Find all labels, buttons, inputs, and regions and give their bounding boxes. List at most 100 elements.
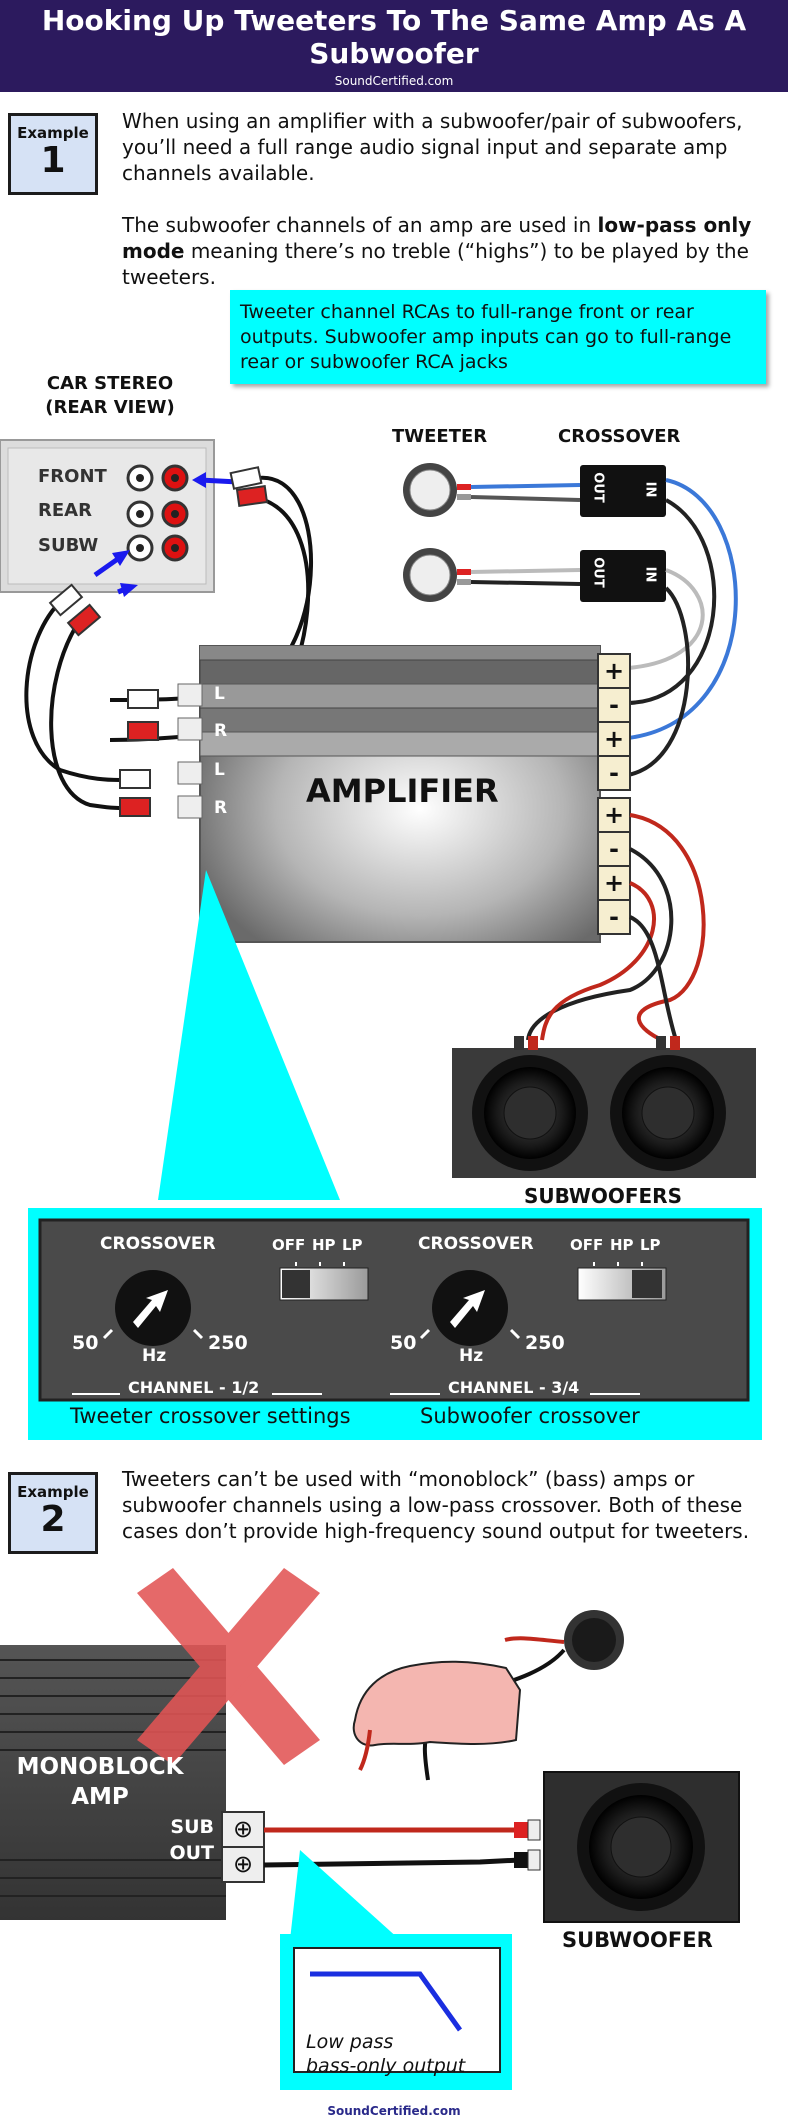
xover-top-out: OUT (590, 472, 606, 503)
terminal-3: + (603, 725, 625, 753)
inset-pointer (290, 1850, 400, 1940)
inset-caption-1: Low pass (306, 2031, 394, 2053)
monoblock-wires (263, 1827, 521, 1868)
monoblock-label-2: AMP (71, 1784, 129, 1810)
example-label: Example (17, 124, 89, 142)
crossover-knob-left (102, 1270, 204, 1346)
footer-site: SoundCertified.com (327, 2104, 461, 2118)
example-2-badge: Example 2 (8, 1472, 98, 1554)
terminal-minus-icon: ⊕ (232, 1850, 254, 1878)
site-name: SoundCertified.com (334, 74, 454, 88)
tweeter-bottom (403, 548, 471, 602)
stereo-subw-label: SUBW (38, 535, 99, 556)
panel-right-unit: Hz (459, 1346, 484, 1366)
page-title: Hooking Up Tweeters To The Same Amp As A… (41, 4, 747, 70)
terminal-plus-icon: ⊕ (232, 1815, 254, 1843)
crossover-bottom (580, 550, 666, 602)
crossover-knob-right (419, 1270, 521, 1346)
terminal-5: + (603, 801, 625, 829)
panel-right-lp: LP (640, 1236, 661, 1254)
low-pass-curve (310, 1971, 463, 2032)
example-1-intro: When using an amplifier with a subwoofer… (122, 109, 743, 185)
panel-right-channel: CHANNEL - 3/4 (448, 1378, 580, 1397)
amp-input-r2: R (214, 798, 228, 818)
panel-right-title: CROSSOVER (418, 1234, 534, 1254)
hand-icon (352, 1660, 522, 1771)
example-number-2: 2 (40, 1499, 66, 1540)
stereo-front-label: FRONT (38, 466, 107, 487)
panel-left-channel: CHANNEL - 1/2 (128, 1378, 260, 1397)
sub-out-1: SUB (170, 1816, 214, 1838)
note-text-end: meaning there’s no treble (“highs”) to b… (122, 239, 749, 289)
subwoofer-wires (526, 813, 706, 1042)
tweeter-label: TWEETER (392, 426, 488, 447)
rca-jacks (126, 464, 189, 562)
tweeter-top (403, 463, 471, 517)
subwoofer-connectors (514, 1819, 541, 1871)
subwoofer-single (543, 1771, 740, 1923)
panel-left-min: 50 (72, 1332, 99, 1354)
inset-caption: Low pass bass-only output (306, 2030, 465, 2078)
xover-top-in: IN (642, 481, 658, 498)
crossover-wires (627, 478, 738, 777)
panel-pointer (158, 870, 340, 1200)
amp-input-r1: R (214, 721, 228, 741)
example-2-text: Tweeters can’t be used with “monoblock” … (122, 1467, 750, 1543)
sub-out-label: SUB OUT (164, 1814, 214, 1866)
stereo-rear-label: REAR (38, 500, 92, 521)
amp-input-l2: L (214, 760, 225, 780)
panel-left-hp: HP (312, 1236, 336, 1254)
note-bold: low-pass only mode (122, 213, 752, 263)
terminal-7: + (603, 869, 625, 897)
xover-bottom-out: OUT (590, 557, 606, 588)
red-x-icon (137, 1568, 320, 1765)
filter-switch-right (577, 1262, 667, 1301)
example-label-2: Example (17, 1483, 89, 1501)
amp-input-l1: L (214, 684, 225, 704)
monoblock-label: MONOBLOCK AMP (10, 1752, 190, 1812)
monoblock-label-1: MONOBLOCK (16, 1754, 184, 1780)
signal-arrows (93, 472, 239, 597)
panel-left-max: 250 (208, 1332, 248, 1354)
example-number: 1 (40, 140, 66, 181)
amplifier-label: AMPLIFIER (306, 772, 499, 810)
note-text: The subwoofer channels of an amp are use… (122, 213, 598, 237)
terminal-1: + (603, 657, 625, 685)
terminal-6: - (609, 835, 619, 863)
panel-left-title: CROSSOVER (100, 1234, 216, 1254)
rca-callout: Tweeter channel RCAs to full-range front… (230, 290, 766, 384)
panel-left-off: OFF (272, 1236, 306, 1254)
panel-right-hp: HP (610, 1236, 634, 1254)
car-stereo-label: CAR STEREO (REAR VIEW) (30, 372, 190, 420)
car-stereo-label-2: (REAR VIEW) (45, 397, 175, 418)
panel-left-caption: Tweeter crossover settings (70, 1404, 351, 1428)
terminal-2: - (609, 691, 619, 719)
header-banner: Hooking Up Tweeters To The Same Amp As A… (0, 0, 788, 92)
low-pass-inset (293, 1947, 501, 2073)
sub-out-2: OUT (169, 1842, 214, 1864)
crossover-top (580, 465, 666, 517)
terminal-4: - (609, 759, 619, 787)
crossover-label: CROSSOVER (558, 426, 681, 447)
panel-right-max: 250 (525, 1332, 565, 1354)
rca-plugs (48, 466, 269, 817)
car-stereo-label-1: CAR STEREO (46, 373, 174, 394)
example-1-note: The subwoofer channels of an amp are use… (122, 212, 772, 290)
xover-bottom-in: IN (642, 566, 658, 583)
panel-left-lp: LP (342, 1236, 363, 1254)
subwoofer-box (452, 1036, 756, 1178)
subwoofer-label: SUBWOOFER (562, 1928, 713, 1952)
panel-left-unit: Hz (142, 1346, 167, 1366)
panel-right-off: OFF (570, 1236, 604, 1254)
terminal-8: - (609, 903, 619, 931)
panel-right-min: 50 (390, 1332, 417, 1354)
panel-right-caption: Subwoofer crossover (420, 1404, 640, 1428)
inset-caption-2: bass-only output (306, 2055, 466, 2077)
subwoofers-label: SUBWOOFERS (524, 1184, 682, 1208)
tweeter-wires (470, 483, 581, 586)
amplifier (177, 645, 601, 943)
filter-switch-left (279, 1262, 369, 1301)
amp-terminal-block (597, 653, 631, 935)
example-1-badge: Example 1 (8, 113, 98, 195)
